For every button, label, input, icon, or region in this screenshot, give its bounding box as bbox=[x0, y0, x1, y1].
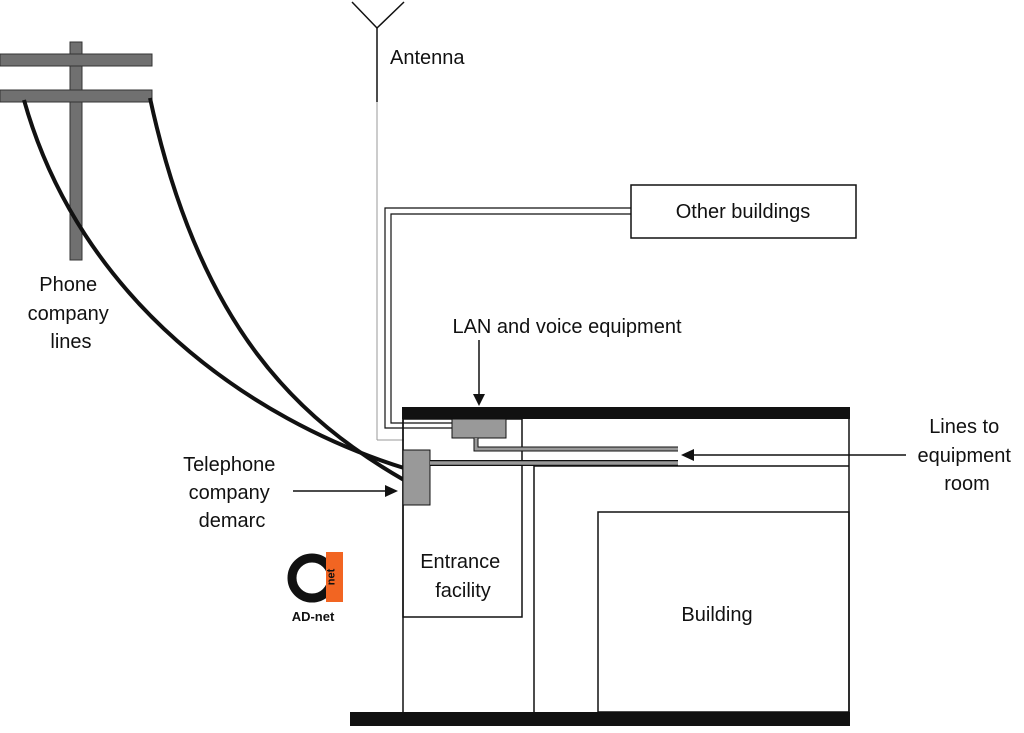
link-inner bbox=[390, 213, 631, 424]
logo-accent-bar bbox=[326, 552, 343, 602]
building-structure bbox=[350, 407, 850, 726]
telephone-demarc-block bbox=[402, 449, 431, 506]
equipment-line bbox=[474, 438, 678, 451]
equipment-line-outline bbox=[473, 438, 678, 452]
link-outer bbox=[384, 207, 631, 429]
lines-to-equipment-room-label: Lines to equipment room bbox=[918, 416, 1017, 495]
other-buildings-link bbox=[384, 207, 631, 429]
building-foundation bbox=[350, 712, 850, 726]
lan-voice-label: LAN and voice equipment bbox=[452, 316, 681, 338]
other-buildings-label: Other buildings bbox=[676, 201, 811, 223]
phone-company-lines-label: Phone company lines bbox=[28, 274, 115, 353]
antenna-label: Antenna bbox=[390, 47, 465, 69]
demarc-arrow-head bbox=[385, 485, 398, 497]
antenna-arm-right bbox=[376, 1, 405, 29]
interior-wall bbox=[533, 465, 849, 712]
building-room bbox=[597, 511, 850, 713]
lan-voice-equipment bbox=[451, 418, 507, 439]
logo-name: AD-net bbox=[292, 609, 335, 624]
lines-arrow-head bbox=[681, 449, 694, 461]
phone-company-lines bbox=[22, 97, 405, 482]
logo-tag: net bbox=[326, 568, 338, 585]
other-buildings-box bbox=[630, 184, 857, 239]
pole-crossarm-top bbox=[0, 53, 153, 67]
telephone-pole bbox=[0, 41, 153, 261]
antenna-arm-left bbox=[351, 1, 378, 29]
phone-line-right bbox=[148, 97, 405, 482]
phone-line-left bbox=[22, 99, 405, 470]
entrance-facility-label: Entrance facility bbox=[420, 551, 506, 602]
telephone-demarc-label: Telephone company demarc bbox=[183, 454, 281, 532]
building-roof bbox=[402, 407, 850, 419]
building-label: Building bbox=[681, 604, 752, 626]
antenna-icon bbox=[351, 1, 405, 102]
pole-crossarm-bottom bbox=[0, 89, 153, 103]
ad-net-logo: net AD-net bbox=[287, 552, 343, 624]
lan-arrow-head bbox=[473, 394, 485, 406]
